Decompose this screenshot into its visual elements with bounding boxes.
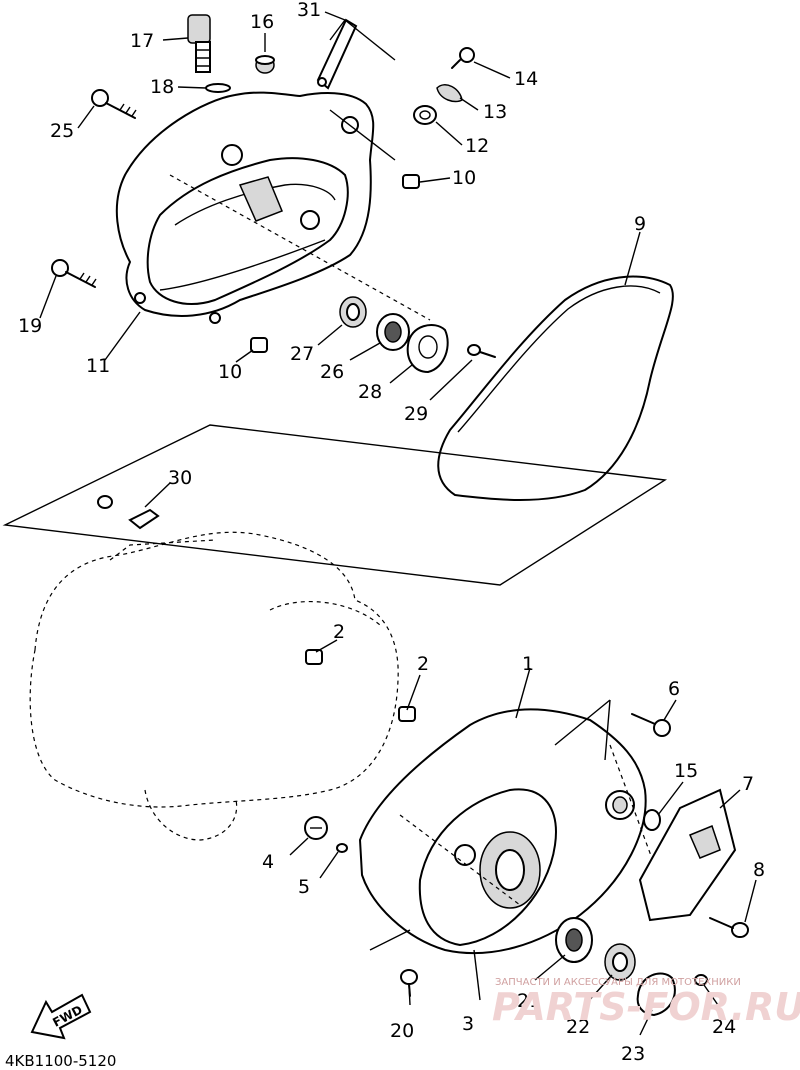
callout-23: 23 xyxy=(621,1043,645,1065)
watermark: ЗАПЧАСТИ И АКСЕССУАРЫ ДЛЯ МОТОТЕХНИКИ PA… xyxy=(492,977,800,1029)
callout-28: 28 xyxy=(358,381,382,403)
watermark-line2: PARTS-FOR.RU xyxy=(492,985,800,1029)
callout-16: 16 xyxy=(250,11,274,33)
oil-seal-22 xyxy=(604,943,636,981)
callout-17: 17 xyxy=(130,30,154,52)
callout-21: 21 xyxy=(517,990,541,1012)
bolt-25 xyxy=(91,89,137,119)
callout-2: 2 xyxy=(333,621,345,643)
callout-1: 1 xyxy=(522,653,534,675)
screw-24 xyxy=(694,974,708,986)
bolt-6 xyxy=(631,713,671,737)
screw-30 xyxy=(97,495,160,530)
callout-6: 6 xyxy=(668,678,680,700)
callout-11: 11 xyxy=(86,355,110,377)
oil-seal-15 xyxy=(643,809,661,831)
plug-4 xyxy=(304,816,328,840)
plug-13 xyxy=(436,84,463,103)
oil-seal-27 xyxy=(339,296,367,328)
callout-3: 3 xyxy=(462,1013,474,1035)
plate-7 xyxy=(638,788,737,922)
engine-reference-outline xyxy=(2,424,668,841)
callout-15: 15 xyxy=(674,760,698,782)
callout-18: 18 xyxy=(150,76,174,98)
callout-20: 20 xyxy=(390,1020,414,1042)
callout-4: 4 xyxy=(262,851,274,873)
leader-lines xyxy=(39,11,757,1036)
dowel-pin-10-bottom xyxy=(250,337,268,353)
callout-27: 27 xyxy=(290,343,314,365)
callout-8: 8 xyxy=(753,859,765,881)
bearing-26 xyxy=(376,313,410,351)
o-ring-18 xyxy=(205,83,231,93)
watermark-line1: ЗАПЧАСТИ И АКСЕССУАРЫ ДЛЯ МОТОТЕХНИКИ xyxy=(495,977,741,988)
callout-19: 19 xyxy=(18,315,42,337)
dowel-pin-10-top xyxy=(402,174,420,189)
callout-10: 10 xyxy=(218,361,242,383)
fwd-arrow-icon: FWD xyxy=(30,993,92,1040)
callout-2: 2 xyxy=(417,653,429,675)
callout-12: 12 xyxy=(465,135,489,157)
bracket-31 xyxy=(316,18,358,90)
bearing-21 xyxy=(555,917,593,963)
dowel-pins-2 xyxy=(305,649,416,722)
callout-5: 5 xyxy=(298,876,310,898)
callout-29: 29 xyxy=(404,403,428,425)
callout-24: 24 xyxy=(712,1016,736,1038)
callout-numbers: 1 2 2 3 4 5 6 7 8 9 10 10 11 12 13 14 15… xyxy=(18,0,765,1065)
callout-14: 14 xyxy=(514,68,538,90)
bolt-14 xyxy=(451,47,475,69)
crankcase-cover-outer xyxy=(115,91,431,324)
callout-31: 31 xyxy=(297,0,321,21)
callout-26: 26 xyxy=(320,361,344,383)
diagram-code: 4KB1100-5120 xyxy=(5,1052,116,1070)
screw-29 xyxy=(467,344,496,358)
callout-9: 9 xyxy=(634,213,646,235)
plate-28 xyxy=(406,324,449,374)
o-ring-5 xyxy=(336,843,348,853)
callout-13: 13 xyxy=(483,101,507,123)
gasket-9 xyxy=(437,275,674,501)
callout-30: 30 xyxy=(168,467,192,489)
oil-filler-plug-17 xyxy=(187,14,211,73)
bolt-19 xyxy=(51,259,97,288)
cap-16 xyxy=(255,55,275,74)
plate-23 xyxy=(636,972,676,1017)
crankcase-cover-inner-1 xyxy=(359,708,661,955)
callout-25: 25 xyxy=(50,120,74,142)
oil-seal-12 xyxy=(413,105,437,125)
callout-7: 7 xyxy=(742,773,754,795)
callout-22: 22 xyxy=(566,1016,590,1038)
bolt-8 xyxy=(709,917,749,938)
callout-10: 10 xyxy=(452,167,476,189)
